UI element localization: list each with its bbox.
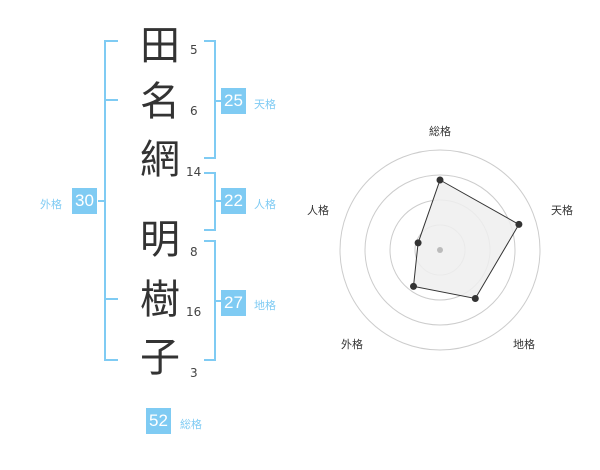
tenkaku-badge: 25 — [221, 88, 246, 114]
tenkaku-label: 天格 — [254, 98, 276, 111]
radar-ring — [339, 149, 541, 351]
stroke-count-6: 3 — [190, 366, 198, 380]
radar-point — [515, 220, 523, 228]
radar-polygon — [412, 179, 520, 300]
name-char-3: 網 — [140, 137, 180, 183]
soukaku-badge: 52 — [146, 408, 171, 434]
chikaku-badge: 27 — [221, 290, 246, 316]
radar-chart — [339, 149, 541, 351]
name-char-5: 樹 — [140, 277, 180, 323]
stroke-count-5: 16 — [186, 305, 202, 319]
radar-point — [414, 239, 422, 247]
radar-label-jinkaku: 人格 — [307, 204, 329, 217]
radar-point — [471, 295, 479, 302]
jinkaku-label: 人格 — [254, 198, 276, 211]
radar-label-soukaku: 総格 — [429, 125, 451, 138]
stroke-count-3: 14 — [186, 165, 202, 179]
radar-ring — [364, 174, 516, 326]
stroke-count-2: 6 — [190, 104, 198, 118]
gaikaku-label: 外格 — [40, 198, 62, 211]
stroke-count-4: 8 — [190, 245, 198, 259]
radar-label-gaikaku: 外格 — [341, 338, 363, 351]
name-char-4: 明 — [140, 217, 180, 263]
soukaku-label: 総格 — [180, 418, 202, 431]
chikaku-label: 地格 — [254, 299, 276, 312]
name-char-1: 田 — [140, 23, 180, 69]
name-char-6: 子 — [140, 335, 180, 381]
radar-point — [410, 282, 417, 290]
gaikaku-badge: 30 — [72, 188, 97, 214]
radar-point — [436, 176, 444, 184]
stroke-count-1: 5 — [190, 43, 198, 57]
name-char-2: 名 — [140, 79, 180, 125]
radar-center — [437, 247, 443, 253]
jinkaku-badge: 22 — [221, 188, 246, 214]
radar-label-tenkaku: 天格 — [551, 204, 573, 217]
radar-label-chikaku: 地格 — [513, 338, 535, 351]
